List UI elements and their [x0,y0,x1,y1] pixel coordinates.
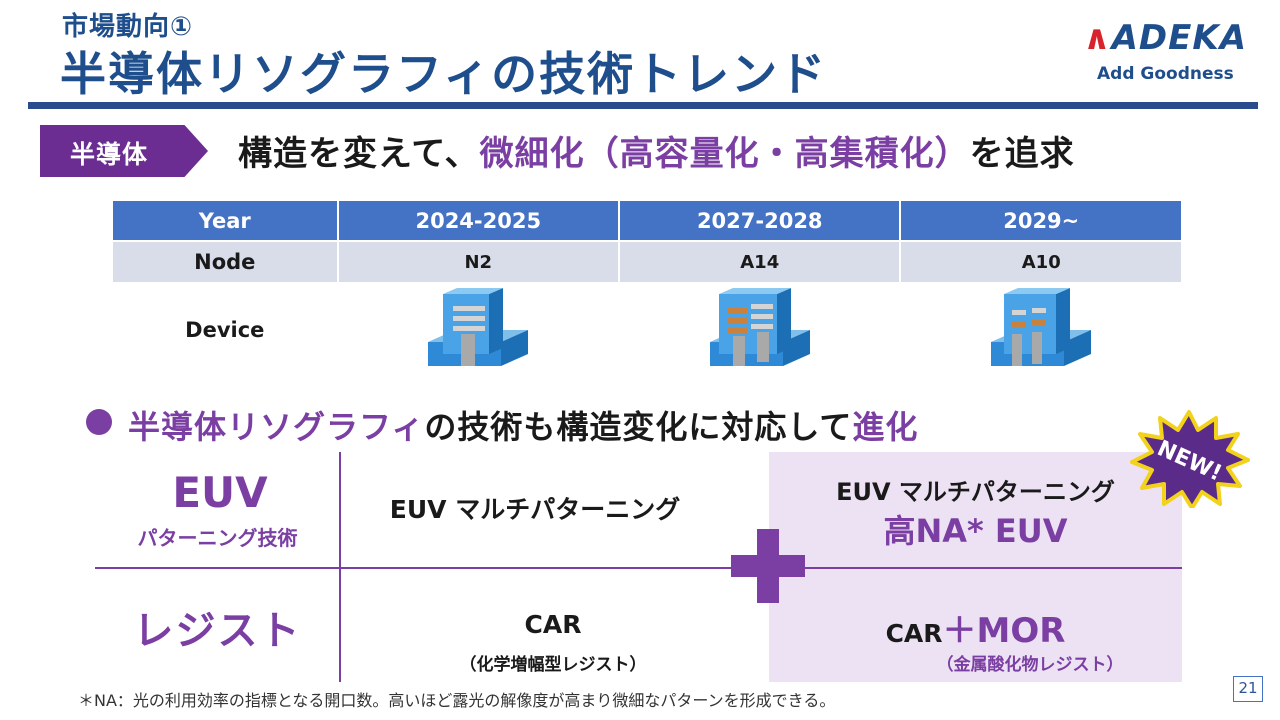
bullet-middle: の技術も構造変化に対応して [424,408,853,446]
table-header-cell: Year [113,201,337,240]
euv-row-subtitle: パターニング技術 [137,526,298,550]
logo-wordmark: ∧ADEKA [1083,18,1248,58]
future-patterning: EUV マルチパターニング [836,478,1115,506]
future-resist-note: （金属酸化物レジスト） [936,655,1124,675]
new-badge: NEW! [1130,410,1250,508]
future-high-na-euv: 高NA* EUV [883,512,1068,550]
bullet-highlight-1: 半導体リソグラフィ [128,408,425,446]
table-header-cell: 2027-2028 [620,201,900,240]
category-tag: 半導体 [40,125,208,177]
node-value-cell: A14 [620,242,900,282]
logo-tagline: Add Goodness [1097,64,1234,84]
page-title: 半導体リソグラフィの技術トレンド [60,47,828,101]
bullet-headline: 半導体リソグラフィの技術も構造変化に対応して進化 [128,402,918,448]
adeka-logo: ∧ADEKA Add Goodness [1083,18,1246,90]
headline-post: を追求 [969,134,1075,174]
category-tag-label: 半導体 [70,140,149,169]
resist-row-title: レジスト [133,608,302,654]
header-divider [28,102,1258,109]
future-resist-mor: ＋MOR [942,611,1066,651]
headline-highlight: 微細化（高容量化・高集積化） [479,134,970,174]
future-resist: CAR＋MOR [769,603,1182,652]
table-header-cell: 2029~ [901,201,1181,240]
bullet-highlight-2: 進化 [852,408,919,446]
node-roadmap-table: Year 2024-2025 2027-2028 2029~ Node N2 A… [111,199,1183,378]
transistor-n2-icon [428,288,529,366]
transistor-a10-icon [991,288,1092,366]
page-number: 21 [1233,676,1263,702]
device-image-cell [901,284,1181,376]
headline-pre: 構造を変えて、 [238,134,480,174]
current-patterning: EUV マルチパターニング [389,495,681,524]
footnote: ＊NA：光の利用効率の指標となる開口数。高いほど露光の解像度が高まり微細なパター… [78,691,836,710]
node-value-cell: A10 [901,242,1181,282]
table-row: Device [113,284,1181,376]
section-headline: 構造を変えて、微細化（高容量化・高集積化）を追求 [238,126,1075,175]
matrix-horizontal-divider [95,567,1182,569]
device-image-cell [339,284,618,376]
future-resist-car: CAR [885,619,943,648]
device-label-cell: Device [185,318,265,342]
table-header-row: Year 2024-2025 2027-2028 2029~ [113,201,1181,240]
new-badge-starburst [1130,410,1250,508]
device-image-cell [620,284,899,376]
euv-row-title: EUV [172,468,268,517]
section-subtitle: 市場動向① [62,12,194,42]
table-row: Node N2 A14 A10 [113,242,1181,282]
current-resist: CAR [524,610,582,639]
plus-icon-bar [731,555,805,577]
transistor-a14-icon [709,288,810,366]
logo-brand: ADEKA [1111,18,1248,58]
node-value-cell: N2 [338,242,619,282]
bullet-dot [86,409,112,435]
node-label-cell: Node [113,242,337,282]
table-header-cell: 2024-2025 [338,201,619,240]
current-resist-note: （化学増幅型レジスト） [459,655,647,675]
